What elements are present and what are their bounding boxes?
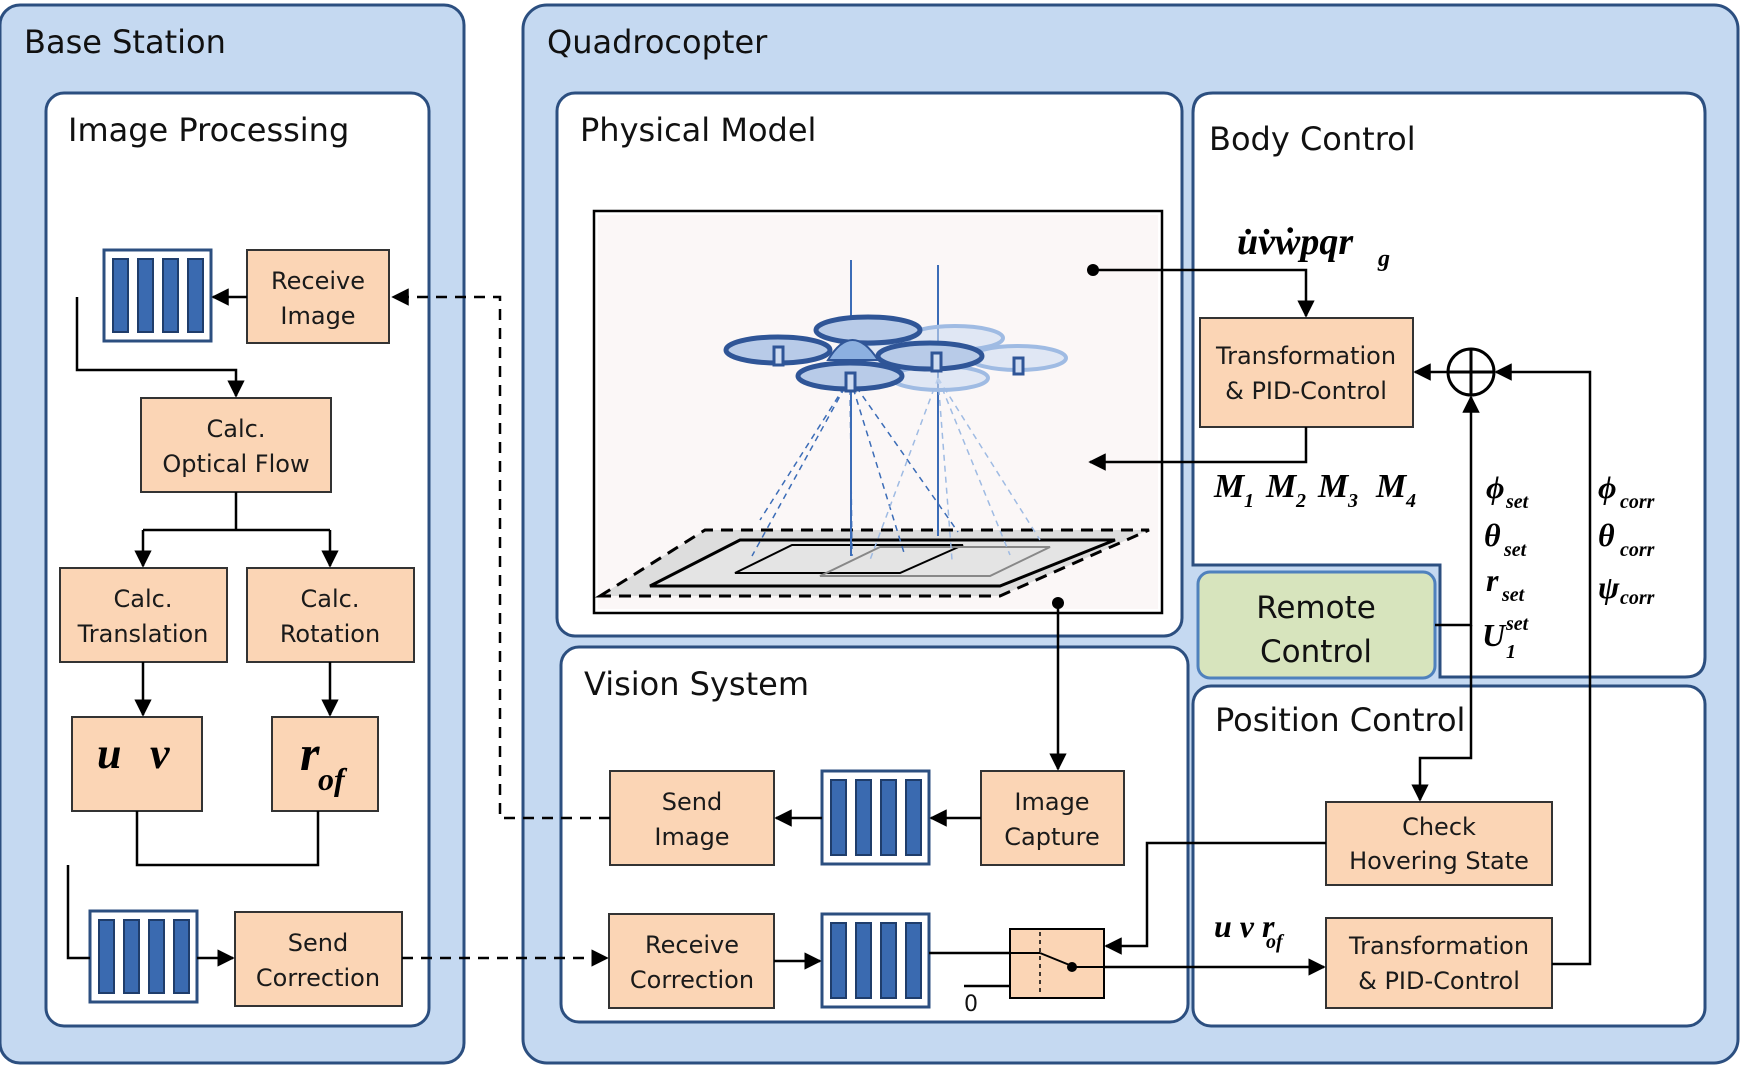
motor-label: M 1 M 2 M 3 M 4 [1213,468,1416,512]
svg-text:r: r [300,725,320,781]
svg-text:Receive: Receive [645,931,739,959]
vision-correction-buffer [820,912,931,1009]
svg-text:ψ: ψ [1598,569,1620,605]
svg-text:r: r [1486,562,1499,598]
svg-text:g: g [1377,246,1390,272]
svg-text:& PID-Control: & PID-Control [1358,967,1520,995]
svg-text:Optical Flow: Optical Flow [162,450,309,478]
svg-text:ϕ: ϕ [1598,469,1617,505]
svg-text:3: 3 [1347,490,1358,512]
svg-text:U: U [1482,617,1507,653]
set-values-label: ϕ set θ set r set U set 1 [1482,469,1530,663]
svg-text:Correction: Correction [256,964,380,992]
vision-system-title: Vision System [584,665,809,703]
receive-image-block: Receive Image [246,249,390,344]
svg-text:θ: θ [1484,517,1501,553]
svg-text:Transformation: Transformation [1348,932,1529,960]
svg-text:corr: corr [1620,491,1655,513]
svg-text:of: of [318,761,348,797]
uvr-of-label: u v r of [1214,908,1285,953]
svg-text:Calc.: Calc. [207,415,266,443]
transformation-pid-position-block: Transformation & PID-Control [1325,917,1553,1009]
svg-text:Calc.: Calc. [114,585,173,613]
send-image-block: Send Image [609,770,775,866]
image-processing-connectors [66,288,339,967]
svg-text:set: set [1501,584,1526,606]
correction-buffer [88,909,199,1004]
calc-rotation-block: Calc. Rotation [246,567,415,663]
receive-correction-block: Receive Correction [608,913,775,1009]
wireless-links [391,288,610,967]
svg-text:Transformation: Transformation [1215,342,1396,370]
send-correction-block: Send Correction [234,911,403,1007]
system-connectors [774,268,1592,988]
svg-text:u̇v̇ẇpqr: u̇v̇ẇpqr [1237,221,1354,263]
transformation-pid-body-block: Transformation & PID-Control [1199,317,1414,428]
svg-text:corr: corr [1620,587,1655,609]
svg-text:Send: Send [662,788,722,816]
svg-text:1: 1 [1244,490,1254,512]
svg-text:Capture: Capture [1004,823,1099,851]
svg-text:of: of [1266,931,1285,953]
svg-text:Send: Send [288,929,348,957]
svg-text:1: 1 [1506,641,1516,663]
uv-output-block: u v [71,716,203,812]
svg-text:Translation: Translation [77,620,209,648]
svg-text:Calc.: Calc. [301,585,360,613]
position-control-title: Position Control [1215,701,1465,739]
svg-text:v: v [150,729,170,778]
svg-text:Remote: Remote [1256,590,1376,626]
body-control-panel [1191,91,1707,679]
svg-text:Correction: Correction [630,966,754,994]
switch-block [1009,928,1105,999]
remote-control-block: Remote Control [1196,570,1437,680]
image-processing-panel [44,91,431,1028]
quadrocopter-illustration [592,209,1164,615]
input-buffer [102,248,213,343]
svg-text:corr: corr [1620,539,1655,561]
svg-text:u v r: u v r [1214,908,1275,944]
svg-text:Check: Check [1402,813,1476,841]
svg-text:Image: Image [280,302,355,330]
svg-text:u: u [97,729,121,778]
svg-text:set: set [1505,613,1530,635]
summing-junction [1446,347,1496,397]
svg-text:4: 4 [1405,490,1416,512]
svg-text:Image: Image [1014,788,1089,816]
calc-translation-block: Calc. Translation [59,567,228,663]
svg-text:Control: Control [1260,634,1372,670]
svg-text:ϕ: ϕ [1486,469,1505,505]
svg-text:M: M [1375,468,1408,505]
svg-text:set: set [1505,491,1530,513]
svg-text:2: 2 [1295,490,1306,512]
quadrocopter-title: Quadrocopter [547,23,768,61]
rof-output-block: r of [271,716,379,812]
svg-text:θ: θ [1598,517,1615,553]
body-control-title: Body Control [1209,120,1416,158]
correction-values-label: ϕ corr θ corr ψ corr [1598,469,1655,609]
check-hovering-block: Check Hovering State [1325,801,1553,886]
svg-text:M: M [1265,468,1298,505]
svg-text:Rotation: Rotation [280,620,380,648]
svg-text:M: M [1213,468,1246,505]
svg-text:Hovering State: Hovering State [1349,847,1529,875]
physical-model-title: Physical Model [580,111,816,149]
calc-optical-flow-block: Calc. Optical Flow [140,397,332,493]
model-camera-dot [1052,597,1064,609]
svg-text:& PID-Control: & PID-Control [1225,377,1387,405]
svg-text:set: set [1503,539,1528,561]
svg-text:Image: Image [654,823,729,851]
model-state-dot [1087,264,1099,276]
switch-zero-label: 0 [964,992,978,1017]
svg-text:M: M [1317,468,1350,505]
vision-image-buffer [820,769,931,866]
image-capture-block: Image Capture [980,770,1125,866]
state-vector-label: u̇v̇ẇpqr g [1237,221,1390,272]
svg-text:Receive: Receive [271,267,365,295]
image-processing-title: Image Processing [68,111,349,149]
base-station-title: Base Station [24,23,226,61]
